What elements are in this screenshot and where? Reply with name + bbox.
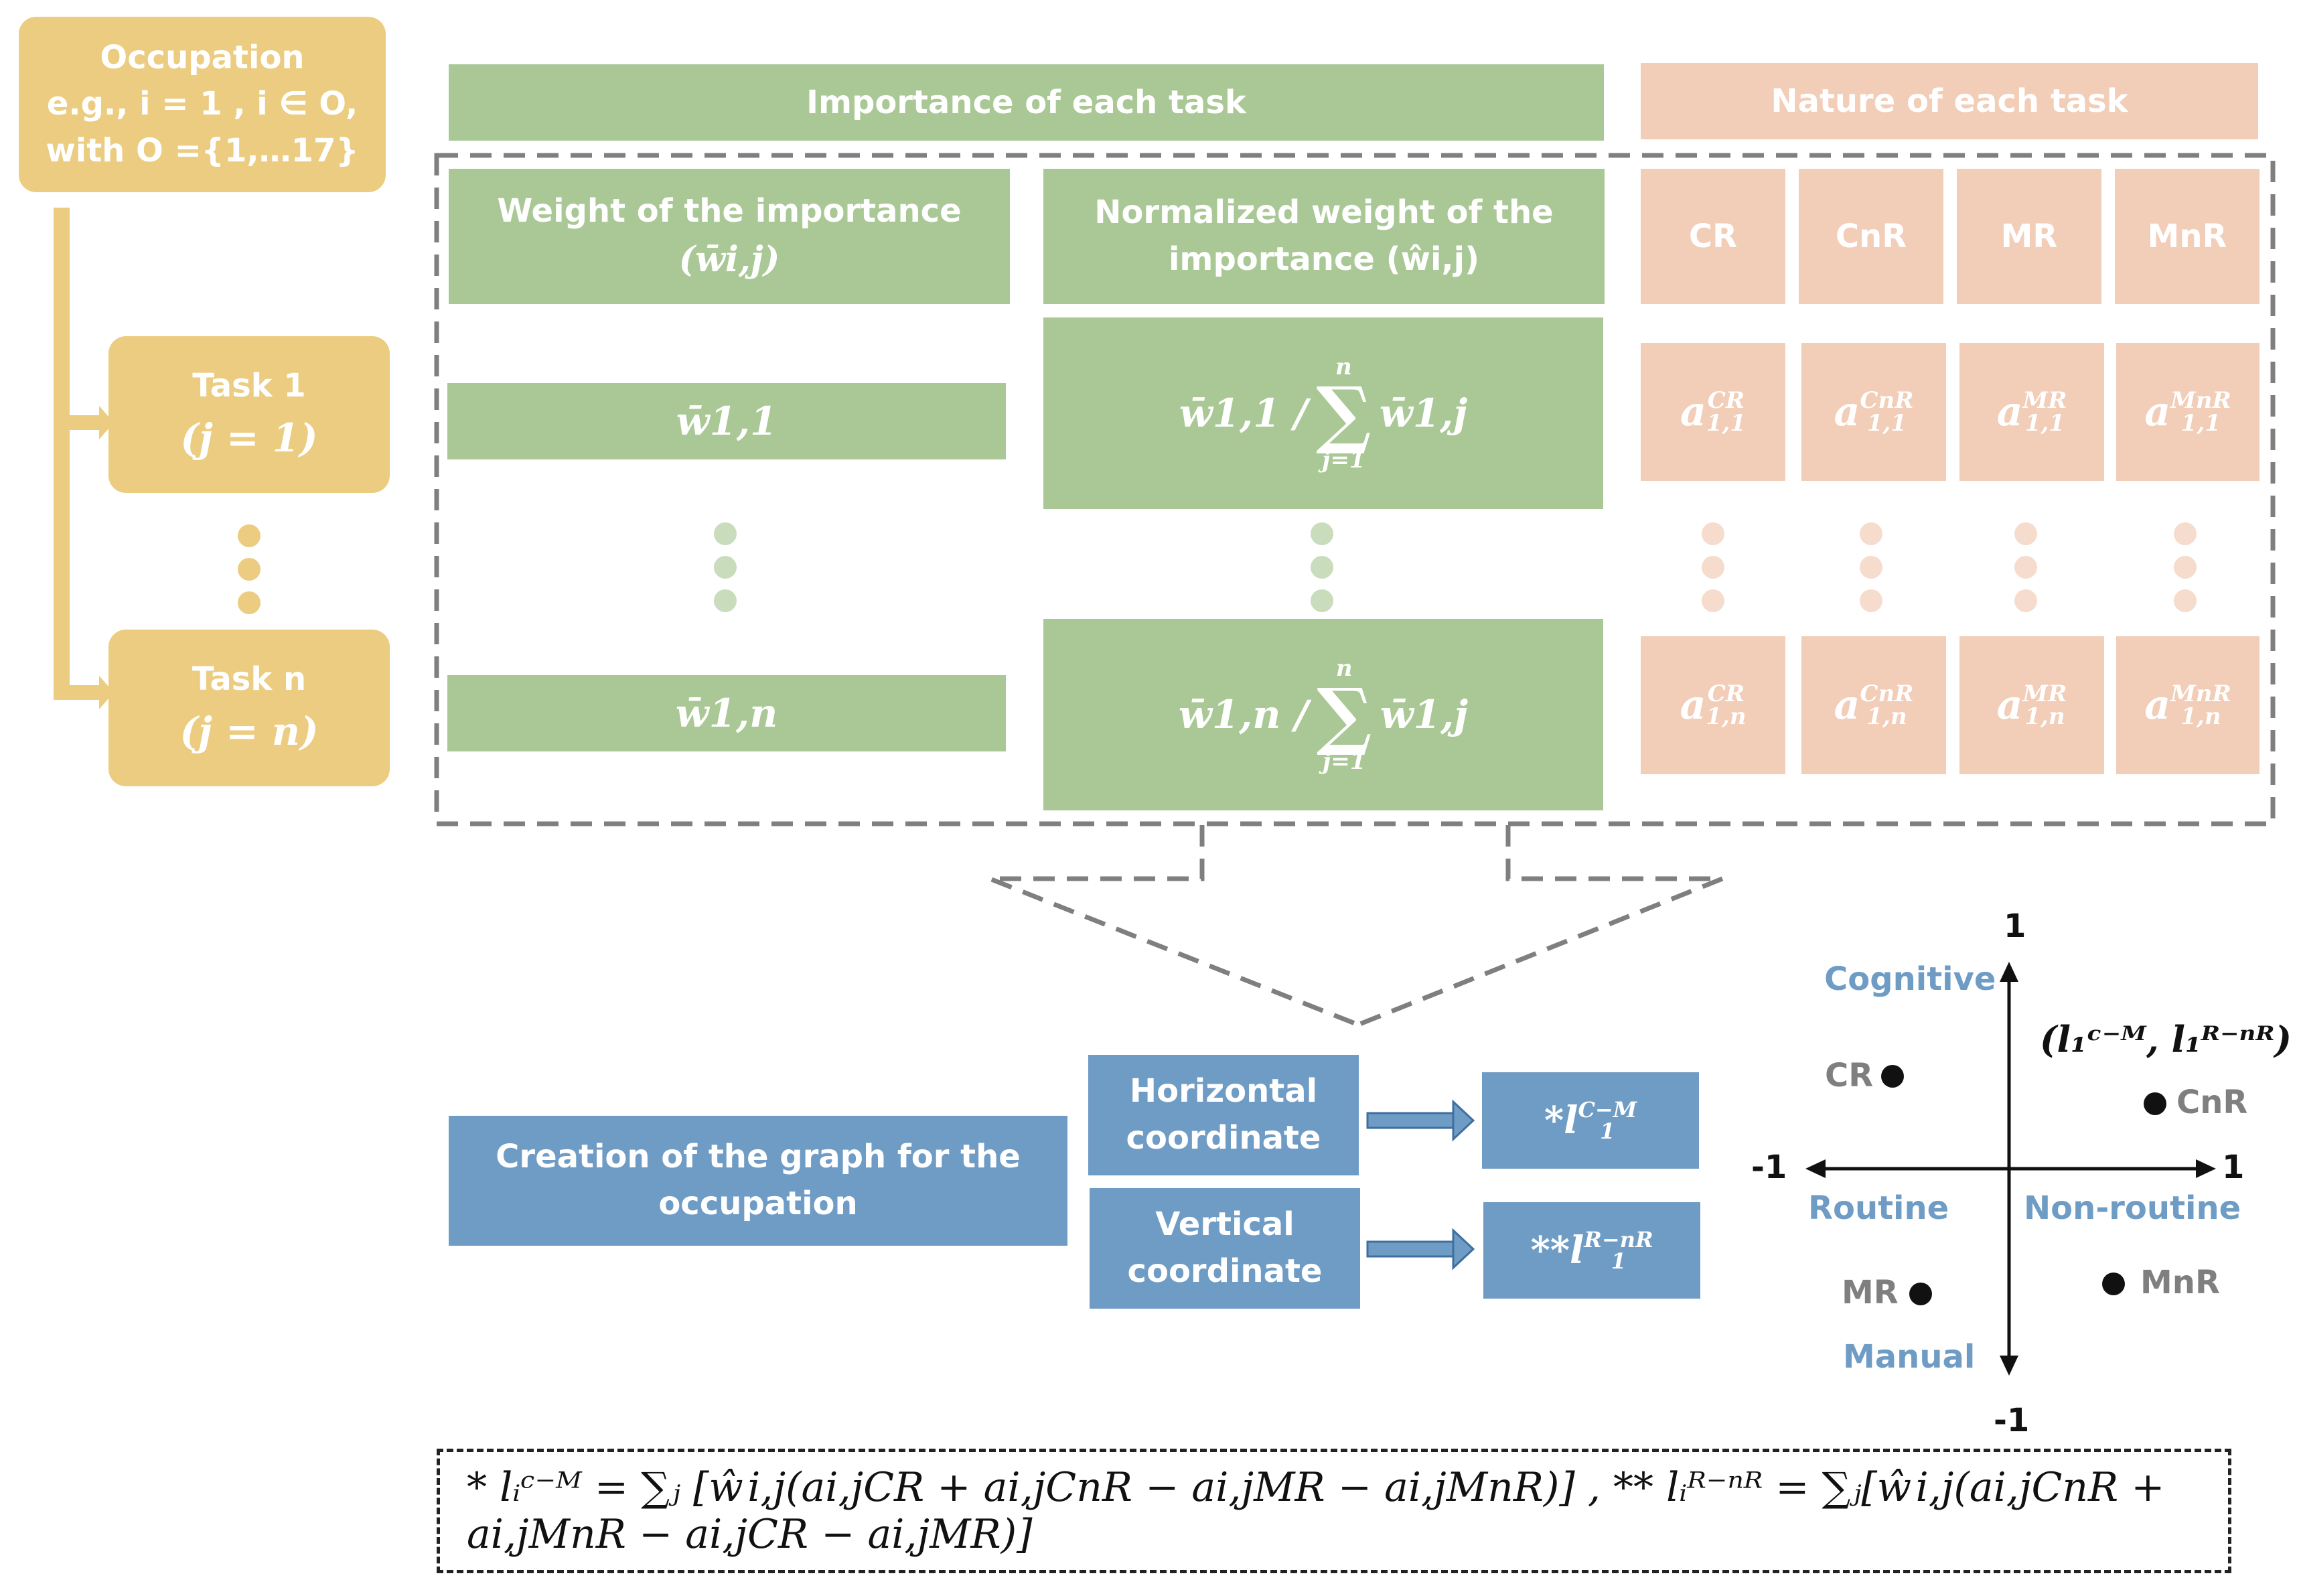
occupation-bracket-taskn (54, 685, 100, 700)
sum-lower: j=1 (1322, 446, 1365, 474)
task-ellipsis-dot (238, 591, 261, 614)
sum-upper: n (1335, 654, 1353, 682)
normalized-cell-1-n: w̄1,n / n ∑ j=1 w̄1,j (1043, 619, 1603, 810)
cognitive-label: Cognitive (1824, 960, 1996, 998)
axis-bottom-label: -1 (1994, 1402, 2030, 1439)
vertical-arrow-icon (1366, 1228, 1475, 1271)
formula-text: * lᵢᶜ⁻ᴹ = ∑ⱼ [ŵi,j(ai,jCR + ai,jCnR − ai… (467, 1464, 2165, 1558)
nature-col-label: CR (1688, 218, 1738, 255)
nature-col-cr: CR (1641, 169, 1785, 304)
nature-col-cnr: CnR (1799, 169, 1943, 304)
weight-value-1-1: w̄1,1 (676, 398, 777, 444)
horizontal-coordinate-box: Horizontal coordinate (1088, 1055, 1359, 1175)
nature-col-label: MR (2000, 218, 2058, 255)
occupation-arrow-taskn (99, 676, 114, 709)
occupation-example: e.g., i = 1 , i ∈ O, (46, 85, 358, 123)
mr-point (1909, 1283, 1932, 1305)
graph-creation-box: Creation of the graph for the occupation (449, 1116, 1067, 1246)
mnr-point-label: MnR (2140, 1264, 2220, 1301)
weight-cell-1-1: w̄1,1 (447, 383, 1006, 459)
importance-header: Importance of each task (449, 64, 1604, 141)
occupation-set: with O ={1,…17} (46, 131, 359, 169)
mnr-point (2102, 1273, 2125, 1295)
horizontal-line2: coordinate (1126, 1119, 1321, 1157)
vertical-line1: Vertical (1155, 1206, 1294, 1244)
nature-col-mnr: MnR (2115, 169, 2259, 304)
vertical-coordinate-box: Vertical coordinate (1090, 1188, 1360, 1309)
horizontal-line1: Horizontal (1129, 1072, 1318, 1110)
cnr-point (2144, 1092, 2166, 1115)
quadrant-axes (1805, 962, 2216, 1376)
cr-point-label: CR (1825, 1057, 1874, 1094)
normalized-header-symbol: importance (ŵi,j) (1168, 240, 1480, 278)
sum-upper: n (1335, 353, 1352, 380)
graph-creation-line2: occupation (658, 1185, 858, 1222)
point-coordinate-label: (l₁ᶜ⁻ᴹ, l₁ᴿ⁻ⁿᴿ) (2040, 1018, 2292, 1061)
sum-operator: n ∑ j=1 (1317, 655, 1372, 775)
funnel-right (1357, 825, 1724, 1027)
sum-operator: n ∑ j=1 (1316, 354, 1372, 474)
graph-creation-line1: Creation of the graph for the (496, 1138, 1021, 1176)
weight-cell-1-n: w̄1,n (447, 675, 1006, 751)
weight-header-symbol: (w̄i,j) (678, 239, 780, 281)
axis-left-label: -1 (1751, 1149, 1787, 1186)
nature-col-mr: MR (1957, 169, 2101, 304)
nature-header: Nature of each task (1641, 63, 2258, 139)
occupation-bracket-task1 (54, 415, 100, 430)
normalized-numerator-1-1: w̄1,1 / (1179, 390, 1308, 436)
normalized-header: Normalized weight of the importance (ŵi,… (1043, 169, 1605, 304)
manual-label: Manual (1843, 1338, 1976, 1376)
formula-box: * lᵢᶜ⁻ᴹ = ∑ⱼ [ŵi,j(ai,jCR + ai,jCnR − ai… (437, 1449, 2231, 1573)
axis-right-label: 1 (2222, 1149, 2245, 1186)
sum-sign: ∑ (1315, 370, 1372, 457)
normalized-numerator-1-n: w̄1,n / (1178, 692, 1309, 737)
normalized-cell-1-1: w̄1,1 / n ∑ j=1 w̄1,j (1043, 317, 1603, 509)
weight-header-label: Weight of the importance (497, 192, 962, 230)
task-ellipsis-dot (238, 524, 261, 547)
task-1-title: Task 1 (192, 367, 306, 405)
weight-value-1-n: w̄1,n (675, 691, 778, 736)
occupation-arrow-task1 (99, 406, 114, 439)
occupation-bracket-vertical (54, 208, 70, 700)
task-n-index: (j = n) (179, 708, 319, 754)
normalized-denominator-1-n: w̄1,j (1380, 692, 1469, 737)
vertical-line2: coordinate (1127, 1252, 1323, 1290)
occupation-title: Occupation (100, 38, 305, 76)
cnr-point-label: CnR (2176, 1084, 2248, 1121)
cr-point (1881, 1065, 1904, 1088)
task-1-box: Task 1 (j = 1) (108, 336, 390, 493)
nature-col-label: CnR (1835, 218, 1907, 255)
normalized-header-label: Normalized weight of the (1094, 194, 1554, 232)
normalized-denominator-1-1: w̄1,j (1379, 390, 1468, 436)
main-dashed-frame (434, 153, 2276, 826)
weight-header: Weight of the importance (w̄i,j) (449, 169, 1010, 304)
task-1-index: (j = 1) (180, 415, 318, 461)
task-n-box: Task n (j = n) (108, 630, 390, 786)
nature-header-label: Nature of each task (1771, 82, 2128, 120)
importance-header-label: Importance of each task (806, 84, 1246, 121)
routine-label: Routine (1808, 1189, 1949, 1227)
task-n-title: Task n (192, 660, 307, 699)
sum-lower: j=1 (1323, 747, 1366, 775)
task-ellipsis-dot (238, 558, 261, 581)
mr-point-label: MR (1842, 1274, 1899, 1311)
nature-col-label: MnR (2147, 218, 2227, 255)
occupation-box: Occupation e.g., i = 1 , i ∈ O, with O =… (19, 17, 386, 192)
horizontal-arrow-icon (1366, 1099, 1475, 1142)
nonroutine-label: Non-routine (2024, 1189, 2241, 1227)
axis-top-label: 1 (2004, 908, 2026, 945)
sum-sign: ∑ (1316, 671, 1372, 758)
funnel-left (988, 825, 1359, 1027)
